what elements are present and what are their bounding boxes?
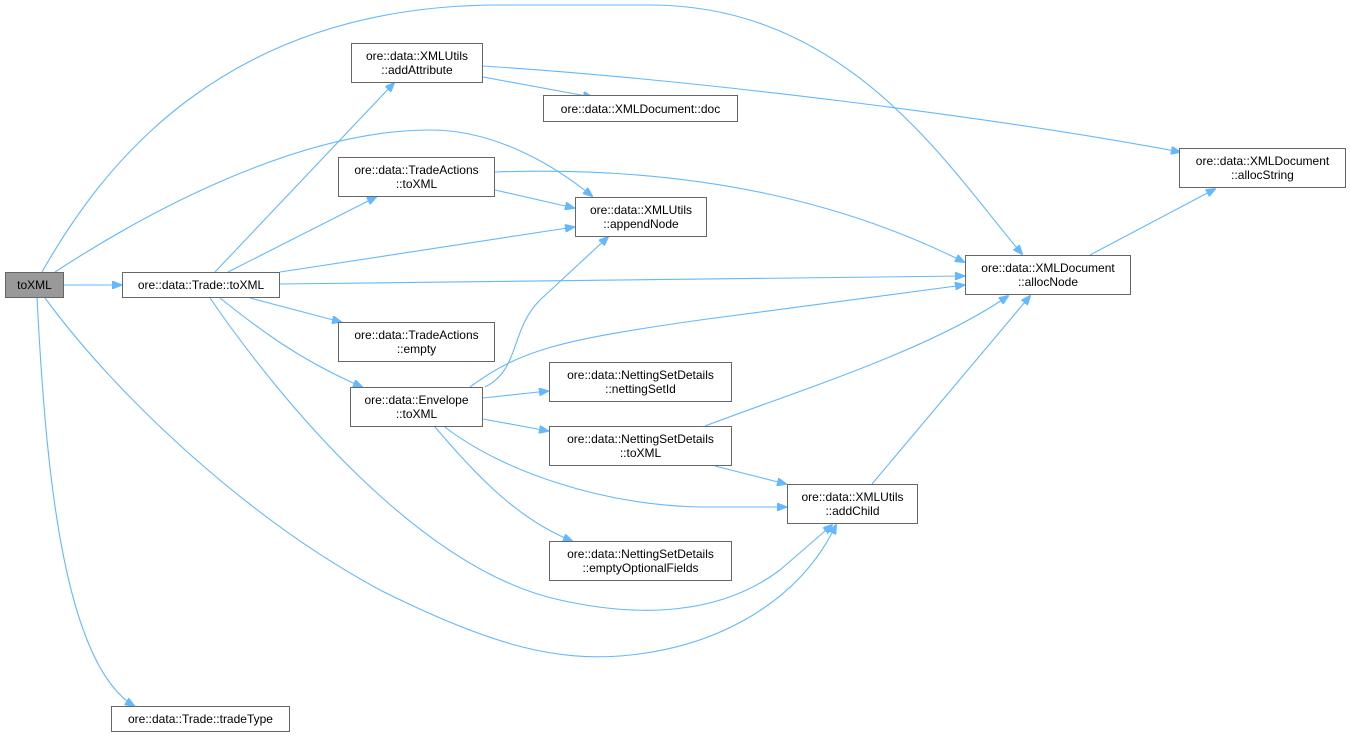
node-label-line1: ore::data::NettingSetDetails — [567, 368, 714, 382]
node-tradeactions-toxml[interactable]: ore::data::TradeActions::toXML — [338, 157, 495, 197]
edge-trade-addattribute — [214, 83, 394, 273]
edge-toxml-allocnode — [41, 4, 1022, 273]
node-label-line2: ::emptyOptionalFields — [582, 561, 699, 575]
node-xmlutils-addattribute[interactable]: ore::data::XMLUtils::addAttribute — [351, 43, 483, 83]
node-label-line1: ore::data::XMLUtils — [801, 490, 904, 504]
edge-envelope-appendnode — [484, 237, 608, 388]
node-label-line2: ::allocNode — [1017, 275, 1079, 289]
node-tradeactions-empty[interactable]: ore::data::TradeActions::empty — [338, 322, 495, 362]
node-trade-toxml[interactable]: ore::data::Trade::toXML — [122, 272, 280, 298]
edge-trade-addchild — [209, 297, 832, 611]
node-label: ore::data::Trade::tradeType — [128, 712, 273, 726]
node-label-line1: ore::data::XMLUtils — [365, 49, 469, 63]
edge-toxml-appendnode — [54, 129, 592, 273]
edge-nsd-toxml-addchild — [714, 465, 786, 484]
edge-nsd-toxml-allocnode — [704, 296, 1008, 427]
node-label-line2: ::toXML — [395, 407, 438, 421]
node-label-line1: ore::data::NettingSetDetails — [567, 547, 714, 561]
edge-trade-appendnode — [279, 227, 574, 273]
node-label-line2: ::toXML — [395, 177, 438, 191]
edge-addattribute-doc — [482, 76, 592, 97]
edge-tradeactions-allocnode — [494, 170, 964, 262]
node-envelope-toxml[interactable]: ore::data::Envelope::toXML — [350, 387, 483, 427]
edge-envelope-addchild — [444, 426, 786, 507]
edge-addchild-allocnode — [871, 296, 1030, 485]
edge-envelope-emptyoptionalfields — [434, 426, 572, 541]
node-label-line2: ::nettingSetId — [605, 382, 676, 396]
node-label-line2: ::allocString — [1231, 168, 1294, 182]
node-label-line1: ore::data::NettingSetDetails — [567, 432, 714, 446]
node-xmldocument-doc[interactable]: ore::data::XMLDocument::doc — [543, 95, 738, 122]
edge-trade-tradeactions-toxml — [227, 197, 376, 273]
node-label: ore::data::Trade::toXML — [137, 278, 265, 292]
node-label: ore::data::XMLDocument::doc — [560, 101, 721, 116]
node-xmldocument-allocnode[interactable]: ore::data::XMLDocument::allocNode — [965, 255, 1131, 295]
node-label: toXML — [17, 278, 52, 292]
node-root-toxml: toXML — [5, 272, 64, 298]
edge-trade-envelope — [219, 297, 362, 387]
edge-trade-tradeactions-empty — [249, 297, 341, 322]
edge-envelope-allocnode — [469, 285, 964, 388]
edge-envelope-nsd-toxml — [482, 418, 548, 431]
node-label-line2: ::toXML — [619, 446, 662, 460]
node-xmlutils-appendnode[interactable]: ore::data::XMLUtils::appendNode — [575, 197, 707, 237]
node-label-line2: ::addChild — [825, 504, 880, 518]
edge-allocnode-allocstring — [1089, 189, 1215, 256]
node-label-line1: ore::data::TradeActions — [354, 328, 479, 342]
node-xmlutils-addchild[interactable]: ore::data::XMLUtils::addChild — [787, 484, 918, 524]
node-xmldocument-allocstring[interactable]: ore::data::XMLDocument::allocString — [1179, 148, 1346, 188]
edge-toxml-tradetype — [36, 297, 134, 706]
node-trade-tradetype[interactable]: ore::data::Trade::tradeType — [111, 706, 290, 732]
edge-toxml-addchild — [44, 297, 836, 658]
node-label-line2: ::empty — [396, 342, 437, 356]
node-label-line1: ore::data::XMLDocument — [1195, 154, 1330, 168]
node-label-line1: ore::data::Envelope — [364, 393, 469, 407]
edge-tradeactions-appendnode — [494, 189, 574, 208]
node-nettingsetdetails-emptyoptionalfields[interactable]: ore::data::NettingSetDetails::emptyOptio… — [549, 541, 732, 581]
edge-addattribute-allocstring — [482, 65, 1180, 152]
node-label-line2: ::addAttribute — [381, 63, 453, 77]
node-nettingsetdetails-toxml[interactable]: ore::data::NettingSetDetails::toXML — [549, 426, 732, 466]
node-label-line2: ::appendNode — [603, 217, 679, 231]
node-label-line1: ore::data::TradeActions — [354, 163, 479, 177]
node-label-line1: ore::data::XMLUtils — [589, 203, 693, 217]
edge-trade-allocnode — [279, 276, 964, 285]
node-nettingsetdetails-nettingsetid[interactable]: ore::data::NettingSetDetails::nettingSet… — [549, 362, 732, 402]
edge-envelope-nettingsetid — [482, 391, 548, 399]
node-label-line1: ore::data::XMLDocument — [981, 261, 1115, 275]
